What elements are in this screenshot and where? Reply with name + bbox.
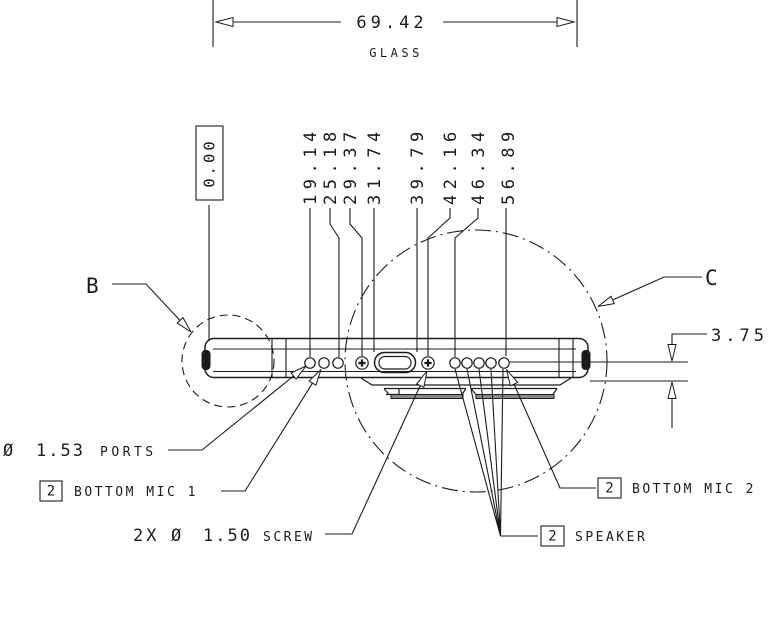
screw-count: 2X [133, 526, 159, 546]
device-right-cap [581, 350, 591, 370]
left-hole-group [304, 357, 344, 369]
screw-diameter-icon: Ø [171, 526, 183, 546]
screw-left-cross-icon [358, 359, 366, 367]
screw-diameter-value: 1.50 [203, 526, 252, 546]
device-under-structure [360, 377, 572, 396]
detail-c-leader [612, 276, 702, 301]
mic2-label: BOTTOM MIC 2 [632, 482, 756, 497]
position-dim-leaders [309, 208, 507, 357]
mic1-qty: 2 [47, 484, 55, 500]
mic1-qty-box [39, 480, 63, 502]
speaker-qty-box [540, 525, 565, 547]
screw-right-head [421, 356, 435, 370]
thickness-arrow-bottom [667, 381, 677, 399]
glass-arrow-right [556, 16, 576, 28]
device-outline [201, 337, 591, 399]
hole-mic1 [318, 357, 330, 369]
speaker-qty: 2 [548, 529, 556, 545]
mic1-leader [221, 382, 313, 492]
device-left-tray [390, 394, 464, 399]
position-dim-31-74: 31.74 [365, 126, 385, 205]
hole-speaker-4 [485, 357, 497, 369]
screw-right-cross-icon [424, 359, 432, 367]
datum-box [195, 125, 224, 201]
mic1-label: BOTTOM MIC 1 [74, 485, 198, 500]
detail-c-label: C [705, 266, 718, 290]
hole-mic2 [498, 357, 510, 369]
detail-b-arrow [176, 316, 192, 333]
thickness-dimension: 3.75 [510, 326, 768, 428]
glass-width-label: GLASS [369, 46, 423, 60]
screw-label: SCREW [263, 530, 315, 545]
datum-value: 0.00 [201, 138, 219, 187]
callout-ports: Ø 1.53 PORTS [3, 365, 307, 461]
ports-label: PORTS [100, 445, 157, 460]
speaker-label: SPEAKER [575, 530, 647, 545]
callout-speaker: 2 SPEAKER [454, 368, 647, 547]
speaker-fan-leaders [454, 368, 538, 537]
detail-c-circle [344, 229, 608, 493]
ports-leader [168, 375, 294, 451]
detail-b-circle [181, 314, 275, 408]
callout-mic1: 2 BOTTOM MIC 1 [39, 369, 322, 502]
mic1-arrow [308, 369, 322, 386]
detail-b-label: B [86, 274, 99, 298]
detail-c-arrow [597, 295, 615, 307]
mic2-qty-box [597, 477, 622, 499]
connector-port-outer [373, 351, 417, 374]
thickness-lines [510, 333, 707, 428]
position-dim-46-34: 46.34 [469, 126, 489, 205]
hole-speaker-2 [461, 357, 473, 369]
thickness-arrow-top [667, 344, 677, 362]
thickness-value: 3.75 [711, 326, 768, 346]
position-dim-56-89: 56.89 [499, 126, 519, 205]
device-right-tray [475, 394, 555, 399]
ports-arrow [290, 365, 307, 380]
glass-width-dimension: 69.42 GLASS [212, 0, 578, 60]
hole-speaker-3 [473, 357, 485, 369]
hole-speaker-1 [449, 357, 461, 369]
screw-left-head [355, 356, 369, 370]
detail-circle-c: C [344, 229, 718, 493]
position-dim-19-14: 19.14 [301, 126, 321, 205]
screw-arrow [415, 370, 428, 388]
ports-diameter-icon: Ø [3, 441, 15, 461]
screw-left [355, 356, 369, 370]
position-dim-25-18: 25.18 [321, 126, 341, 205]
hole-port-1 [304, 357, 316, 369]
position-dim-42-16: 42.16 [441, 126, 461, 205]
ports-diameter-value: 1.53 [36, 441, 85, 461]
datum-dimension: 0.00 [195, 125, 224, 341]
glass-arrow-left [214, 16, 234, 28]
detail-b-leader [112, 283, 181, 321]
callout-mic2: 2 BOTTOM MIC 2 [506, 369, 756, 499]
position-dim-39-79: 39.79 [408, 126, 428, 205]
connector-port-inner [378, 355, 412, 370]
right-hole-group [449, 357, 510, 369]
position-dimensions: 19.14 25.18 29.37 31.74 39.79 42.16 46.3… [301, 126, 519, 357]
screw-leader [325, 385, 421, 535]
callout-screw: 2X Ø 1.50 SCREW [133, 370, 428, 546]
device-detail-lines [213, 339, 576, 377]
glass-extension-lines [212, 0, 578, 47]
mic2-qty: 2 [605, 481, 613, 497]
detail-circle-b: B [86, 274, 275, 408]
hole-port-3 [332, 357, 344, 369]
mic2-leader [513, 383, 596, 489]
glass-width-value: 69.42 [356, 13, 427, 33]
device-left-cap [201, 350, 211, 370]
position-dim-29-37: 29.37 [341, 126, 361, 205]
mic2-arrow [506, 369, 519, 387]
screw-right [421, 356, 435, 370]
